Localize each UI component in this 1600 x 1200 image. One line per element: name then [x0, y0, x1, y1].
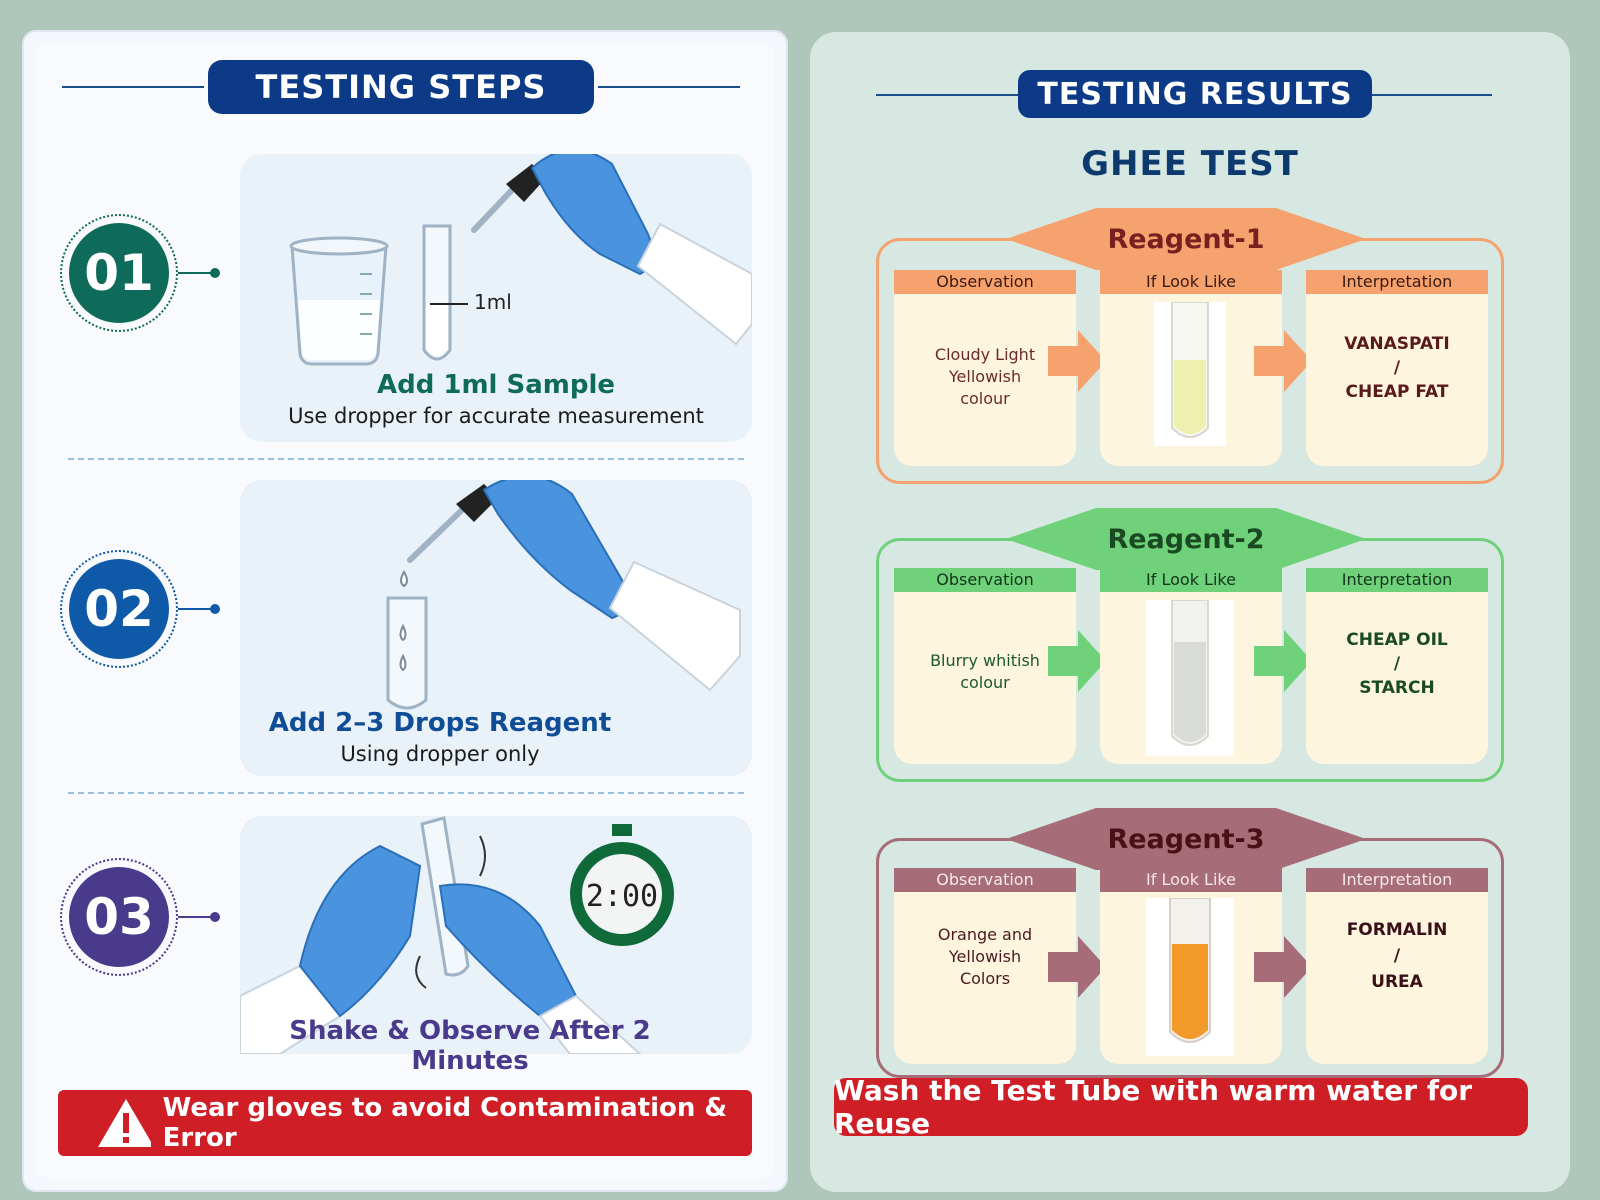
step-2-dot	[210, 604, 220, 614]
gloved-hand-dropper-icon	[407, 474, 741, 692]
observation-line: Blurry whitish	[930, 651, 1040, 670]
reagent-3-observation-col: Observation Orange and Yellowish Colors	[894, 868, 1076, 1064]
step-2-card: Add 2–3 Drops Reagent Using dropper only	[240, 474, 752, 776]
step-2-title: Add 2–3 Drops Reagent	[268, 708, 612, 738]
if-look-like-header: If Look Like	[1100, 868, 1282, 892]
gloves-warning-text: Wear gloves to avoid Contamination & Err…	[162, 1093, 728, 1153]
interpretation-line: STARCH	[1359, 678, 1435, 698]
if-look-like-header: If Look Like	[1100, 568, 1282, 592]
interpretation-line: UREA	[1371, 972, 1423, 992]
step-1-card: 1ml Add 1ml Sample Use dropper for accur…	[240, 149, 753, 442]
reagent-1-tube-photo	[1154, 301, 1226, 446]
arrow-right-icon	[1254, 330, 1312, 392]
testing-results-panel: TESTING RESULTS GHEE TEST Reagent-1 Obse…	[810, 32, 1570, 1192]
observation-line: Yellowish	[948, 947, 1022, 966]
reagent-2-tube-photo	[1146, 599, 1234, 756]
arrow-right-icon	[1048, 630, 1106, 692]
step-1-dot	[210, 268, 220, 278]
arrow-right-icon	[1254, 936, 1312, 998]
step-2-number: 02	[69, 559, 169, 659]
observation-line: colour	[960, 389, 1010, 408]
tube-mark-label: 1ml	[474, 290, 512, 314]
timer-readout: 2:00	[586, 879, 658, 914]
interpretation-line: /	[1393, 654, 1401, 674]
step-2-ring	[60, 550, 178, 668]
arrow-right-icon	[1254, 630, 1312, 692]
observation-header: Observation	[894, 568, 1076, 592]
beaker-icon	[289, 236, 389, 366]
header-rule-left	[62, 86, 204, 88]
step-1-title: Add 1ml Sample	[376, 370, 616, 400]
observation-line: colour	[960, 673, 1010, 692]
gloved-hand-dropper-icon	[471, 149, 753, 346]
gloves-warning-bar: Wear gloves to avoid Contamination & Err…	[58, 1090, 752, 1156]
reagent-3-name: Reagent-3	[1107, 823, 1265, 855]
header-rule-right	[598, 86, 740, 88]
warning-icon	[98, 1099, 151, 1147]
reagent-1-name: Reagent-1	[1107, 223, 1265, 255]
arrow-right-icon	[1048, 330, 1106, 392]
if-look-like-header: If Look Like	[1100, 270, 1282, 294]
step-3-ring	[60, 858, 178, 976]
observation-header: Observation	[894, 270, 1076, 294]
step-divider-2	[68, 792, 744, 794]
reagent-3-tag-shape	[1006, 808, 1366, 870]
interpretation-line: VANASPATI	[1344, 334, 1450, 354]
reagent-3-tube-photo	[1146, 897, 1234, 1056]
interpretation-header: Interpretation	[1306, 868, 1488, 892]
reagent-1-interpretation-col: Interpretation VANASPATI / CHEAP FAT	[1306, 270, 1488, 466]
ghee-test-title: GHEE TEST	[1081, 144, 1299, 184]
interpretation-line: FORMALIN	[1346, 920, 1448, 940]
reagent-2-tag-shape	[1006, 508, 1366, 570]
test-tube-icon	[386, 596, 428, 710]
step-2-illustration	[386, 474, 741, 710]
stopwatch-icon	[570, 824, 674, 946]
interpretation-line: /	[1393, 946, 1401, 966]
reagent-3-interpretation-col: Interpretation FORMALIN / UREA	[1306, 868, 1488, 1064]
observation-line: Colors	[959, 969, 1011, 988]
observation-line: Cloudy Light	[934, 345, 1036, 364]
testing-steps-header: TESTING STEPS	[208, 60, 594, 114]
step-3-dot	[210, 912, 220, 922]
reagent-2-observation-col: Observation Blurry whitish colour	[894, 568, 1076, 764]
reagent-2-look-col: If Look Like	[1100, 568, 1282, 764]
reagent-2-interpretation-col: Interpretation CHEAP OIL / STARCH	[1306, 568, 1488, 764]
step-3-number: 03	[69, 867, 169, 967]
reagent-1-tag-shape	[1006, 208, 1366, 270]
step-1-connector	[178, 272, 214, 274]
arrow-right-icon	[1048, 936, 1106, 998]
step-3-illustration: 2:00	[239, 816, 674, 1055]
interpretation-line: CHEAP FAT	[1345, 382, 1449, 402]
wash-note-text: Wash the Test Tube with warm water for R…	[834, 1074, 1473, 1140]
step-divider-1	[68, 458, 744, 460]
observation-line: Orange and	[937, 925, 1033, 944]
header-rule-left	[876, 94, 1026, 96]
testing-results-header: TESTING RESULTS	[1018, 70, 1372, 118]
testing-steps-panel: TESTING STEPS 1ml	[22, 30, 788, 1192]
step-3-title: Shake & Observe After 2 Minutes	[289, 1016, 651, 1076]
interpretation-line: CHEAP OIL	[1346, 630, 1448, 650]
drop-icon	[400, 570, 408, 588]
gloved-hands-shaking-tube-icon	[239, 816, 643, 1055]
reagent-1-observation-col: Observation Cloudy Light Yellowish colou…	[894, 270, 1076, 466]
observation-header: Observation	[894, 868, 1076, 892]
header-rule-right	[1342, 94, 1492, 96]
step-1-ring	[60, 214, 178, 332]
step-3-card: 2:00 Shake & Observe After 2 Minutes	[239, 816, 752, 1076]
wash-note-bar: Wash the Test Tube with warm water for R…	[834, 1074, 1528, 1140]
step-2-subtitle: Using dropper only	[340, 742, 540, 766]
step-1-subtitle: Use dropper for accurate measurement	[288, 404, 704, 428]
reagent-1-look-col: If Look Like	[1100, 270, 1282, 466]
step-1-number: 01	[69, 223, 169, 323]
interpretation-header: Interpretation	[1306, 568, 1488, 592]
reagent-2-name: Reagent-2	[1107, 523, 1265, 555]
step-2-connector	[178, 608, 214, 610]
reagent-3-look-col: If Look Like	[1100, 868, 1282, 1064]
step-1-illustration: 1ml	[289, 149, 753, 366]
interpretation-header: Interpretation	[1306, 270, 1488, 294]
step-3-connector	[178, 916, 214, 918]
interpretation-line: /	[1393, 358, 1401, 378]
test-tube-icon	[422, 224, 468, 361]
observation-line: Yellowish	[948, 367, 1022, 386]
